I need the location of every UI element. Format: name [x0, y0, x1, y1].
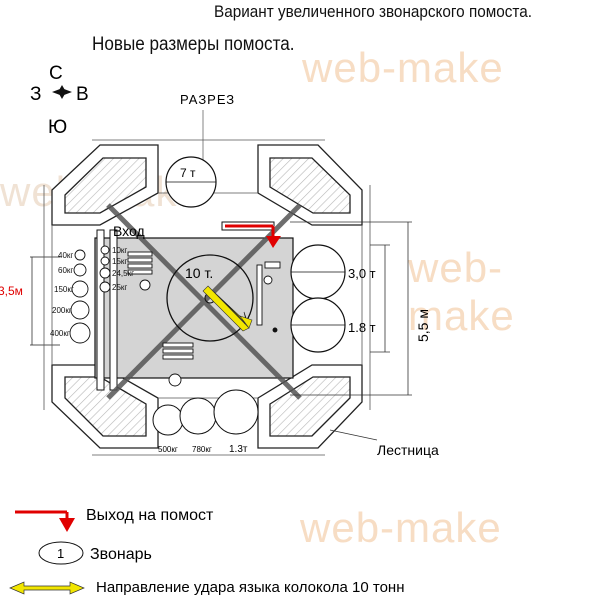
bells-right: 3,0 т 1.8 т: [290, 244, 376, 353]
compass-west: З: [30, 84, 41, 105]
section-label: РАЗРЕЗ: [180, 92, 235, 107]
bells-left-column: [30, 245, 111, 346]
bell-label: 25кг: [112, 283, 127, 292]
legend: Выход на помост 1 Звонарь Направление уд…: [9, 507, 404, 596]
bell-780kg-label: 780кг: [192, 445, 212, 454]
compass-south: Ю: [48, 117, 67, 138]
bell-7t-label: 7 т: [180, 166, 196, 180]
stairs: Лестница: [329, 429, 439, 458]
page-title: Вариант увеличенного звонарского помоста…: [214, 2, 533, 21]
legend-exit-label: Выход на помост: [86, 507, 214, 524]
bell-label: 24,5кг: [112, 269, 134, 278]
dimension-right-label: 5,5 м: [415, 309, 431, 342]
watermark: web-make: [408, 244, 515, 339]
exit-arrow-icon: [59, 518, 75, 532]
bell-label: 15кг: [112, 257, 127, 266]
stairs-label: Лестница: [377, 442, 439, 458]
dimension-left: 3,5м: [0, 257, 33, 345]
compass: С З В Ю: [30, 63, 89, 138]
strike-direction-arrow: [202, 285, 253, 332]
bell-10t: 10 т.: [166, 254, 254, 342]
ringer-number: 1: [57, 546, 64, 561]
legend-exit: Выход на помост: [15, 507, 214, 532]
bell-label: 10кг: [112, 246, 127, 255]
bell-10t-label: 10 т.: [185, 265, 213, 281]
compass-north: С: [49, 63, 63, 84]
double-arrow-icon: [9, 581, 85, 595]
clavier: [127, 251, 281, 387]
dimension-right: [290, 221, 412, 396]
bell-1-8t-label: 1.8 т: [348, 320, 376, 335]
legend-strike: Направление удара языка колокола 10 тонн: [9, 579, 404, 596]
bell-7t: 7 т: [165, 156, 217, 208]
legend-ringer-label: Звонарь: [90, 546, 152, 563]
bell-500kg-label: 500кг: [158, 445, 178, 454]
watermark: web-make: [300, 504, 502, 551]
legend-ringer: 1 Звонарь: [38, 541, 152, 565]
bell-1-3t-label: 1.3т: [229, 444, 248, 455]
bell-label: 200кг: [52, 306, 72, 315]
bell-label: 40кг: [58, 251, 73, 260]
watermark: web-make: [302, 44, 504, 91]
page-subtitle: Новые размеры помоста.: [92, 34, 295, 55]
bell-label: 150кг: [54, 285, 74, 294]
bell-3t-label: 3,0 т: [348, 266, 376, 281]
bells-bottom: [152, 389, 259, 436]
legend-strike-label: Направление удара языка колокола 10 тонн: [96, 579, 404, 596]
entrance-label: Вход: [113, 223, 145, 239]
compass-east: В: [76, 84, 89, 105]
bell-label: 60кг: [58, 266, 73, 275]
dimension-left-label: 3,5м: [0, 284, 23, 298]
exit-arrow-plan: [225, 224, 281, 248]
bell-label: 400кг: [50, 329, 70, 338]
